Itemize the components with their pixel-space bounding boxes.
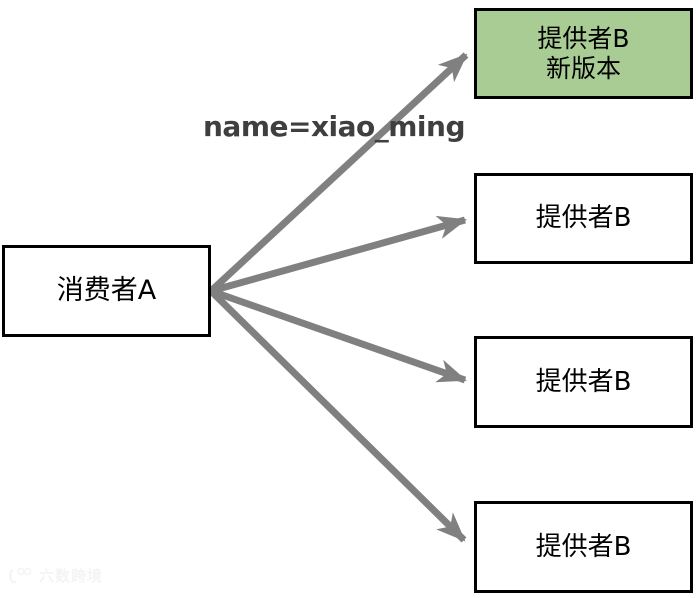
- edge-consumer-to-provider-3: [209, 287, 467, 384]
- node-provider-b-3[interactable]: 提供者B: [474, 336, 693, 428]
- node-provider-b-2-label: 提供者B: [535, 203, 632, 234]
- node-provider-b-2[interactable]: 提供者B: [474, 173, 693, 264]
- node-provider-b-new-version-label-line2: 新版本: [545, 53, 621, 83]
- node-provider-b-4-label: 提供者B: [535, 531, 632, 562]
- edge-consumer-to-provider-new: [208, 52, 469, 294]
- edge-consumer-to-provider-2: [210, 215, 468, 295]
- node-provider-b-4[interactable]: 提供者B: [474, 501, 693, 593]
- node-provider-b-new-version-label-line1: 提供者B: [537, 24, 630, 53]
- node-consumer-a-label: 消费者A: [56, 275, 157, 307]
- node-provider-b-new-version[interactable]: 提供者B 新版本: [474, 8, 693, 99]
- edge-consumer-to-provider-4: [208, 288, 467, 543]
- node-consumer-a[interactable]: 消费者A: [2, 245, 211, 337]
- node-provider-b-3-label: 提供者B: [535, 366, 632, 397]
- edge-label-route-rule: name=xiao_ming: [203, 110, 466, 143]
